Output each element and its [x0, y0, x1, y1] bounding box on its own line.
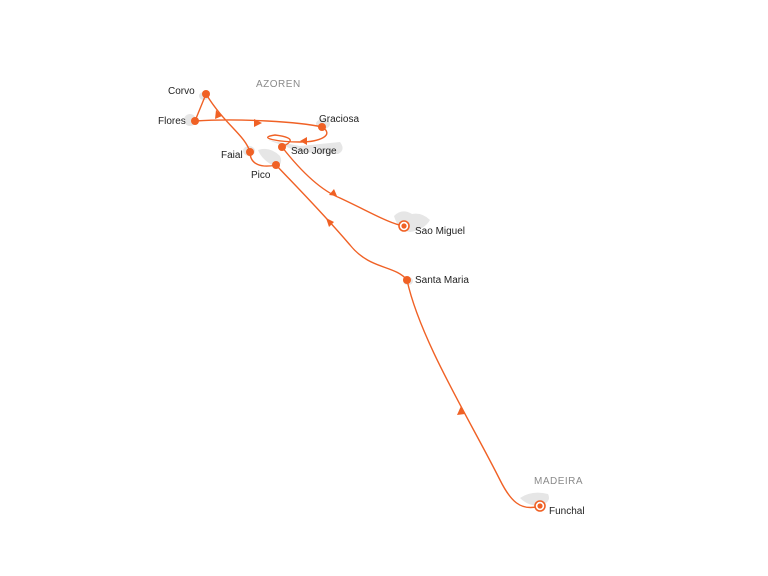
port-faial[interactable]: Faial	[221, 148, 254, 161]
port-label: Faial	[221, 150, 243, 161]
region-label-madeira: MADEIRA	[534, 476, 583, 487]
port-label: Corvo	[168, 86, 195, 97]
port-sao-miguel[interactable]: Sao Miguel	[398, 220, 465, 237]
port-funchal[interactable]: Funchal	[534, 500, 585, 517]
port-dot-marker	[401, 223, 407, 229]
port-dot-marker	[403, 276, 411, 284]
arrow-icon	[329, 189, 337, 196]
port-corvo[interactable]: Corvo	[168, 86, 210, 98]
cruise-route	[193, 92, 541, 509]
port-sao-jorge[interactable]: Sao Jorge	[278, 143, 337, 157]
port-label: Santa Maria	[415, 275, 469, 286]
port-label: Pico	[251, 170, 271, 181]
port-label: Flores	[158, 116, 186, 127]
arrow-icon	[326, 218, 334, 227]
island-sao-jorge	[268, 140, 343, 154]
port-graciosa[interactable]: Graciosa	[318, 114, 359, 131]
arrow-icon	[300, 137, 307, 145]
direction-arrows	[215, 110, 465, 415]
port-label: Funchal	[549, 506, 585, 517]
port-dot-marker	[537, 503, 543, 509]
port-label: Sao Jorge	[291, 146, 337, 157]
port-santa-maria[interactable]: Santa Maria	[403, 275, 469, 286]
port-dot-marker	[272, 161, 280, 169]
region-label-azoren: AZOREN	[256, 79, 301, 90]
port-flores[interactable]: Flores	[158, 116, 199, 127]
port-dot-marker	[191, 117, 199, 125]
port-label: Sao Miguel	[415, 226, 465, 237]
port-label: Graciosa	[319, 114, 359, 125]
port-dot-marker	[278, 143, 286, 151]
port-pico[interactable]: Pico	[251, 161, 280, 181]
arrow-icon	[254, 119, 262, 127]
port-dot-marker	[202, 90, 210, 98]
arrow-icon	[215, 110, 222, 119]
port-dot-marker	[318, 123, 326, 131]
arrow-icon	[457, 406, 465, 415]
port-dot-marker	[246, 148, 254, 156]
